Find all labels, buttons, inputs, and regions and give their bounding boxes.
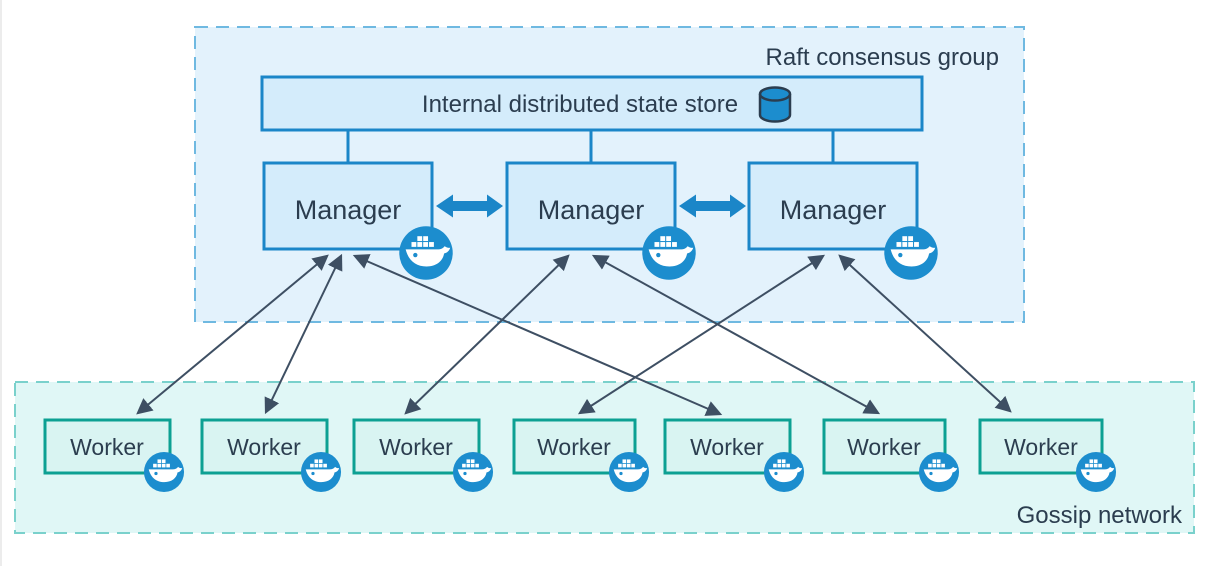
docker-icon xyxy=(642,226,696,280)
state-store-connectors xyxy=(346,130,835,163)
docker-icon xyxy=(918,451,960,493)
worker-label: Worker xyxy=(537,434,611,460)
manager-worker-link xyxy=(404,254,570,415)
state-store-node: Internal distributed state store xyxy=(260,75,924,132)
docker-icon xyxy=(608,451,650,493)
worker-node-7: Worker xyxy=(978,418,1117,493)
manager-box xyxy=(262,161,434,251)
manager-worker-link xyxy=(577,254,826,415)
worker-label: Worker xyxy=(1004,434,1078,460)
docker-icon xyxy=(399,226,453,280)
worker-box xyxy=(200,418,329,475)
worker-label: Worker xyxy=(847,434,921,460)
worker-label: Worker xyxy=(70,434,144,460)
manager-worker-link xyxy=(838,254,1012,413)
raft-group-label: Raft consensus group xyxy=(766,44,999,71)
worker-node-5: Worker xyxy=(663,418,805,493)
state-store-label: Internal distributed state store xyxy=(422,91,738,118)
manager-worker-links xyxy=(136,253,1012,416)
worker-node-6: Worker xyxy=(822,418,960,493)
docker-icon xyxy=(452,451,494,493)
manager-manager-arrow xyxy=(679,194,746,218)
manager-manager-arrow xyxy=(436,194,503,218)
gossip-network-label: Gossip network xyxy=(1017,502,1183,529)
worker-box xyxy=(43,418,172,475)
docker-icon xyxy=(884,226,938,280)
state-store-box xyxy=(260,75,924,132)
docker-icon xyxy=(143,451,185,493)
database-icon xyxy=(758,86,792,123)
manager-box xyxy=(747,161,919,251)
worker-node-4: Worker xyxy=(512,418,650,493)
manager-label: Manager xyxy=(538,195,645,225)
worker-label: Worker xyxy=(379,434,453,460)
docker-icon xyxy=(763,451,805,493)
worker-label: Worker xyxy=(227,434,301,460)
manager-node-2: Manager xyxy=(505,161,677,251)
docker-icon xyxy=(300,451,342,493)
manager-label: Manager xyxy=(295,195,402,225)
worker-node-1: Worker xyxy=(43,418,185,493)
worker-node-2: Worker xyxy=(200,418,342,493)
manager-worker-link xyxy=(264,253,343,415)
manager-label: Manager xyxy=(780,195,887,225)
docker-icon xyxy=(1075,451,1117,493)
worker-node-3: Worker xyxy=(352,418,494,493)
manager-node-3: Manager xyxy=(747,161,919,251)
manager-box xyxy=(505,161,677,251)
worker-label: Worker xyxy=(690,434,764,460)
manager-node-1: Manager xyxy=(262,161,434,251)
